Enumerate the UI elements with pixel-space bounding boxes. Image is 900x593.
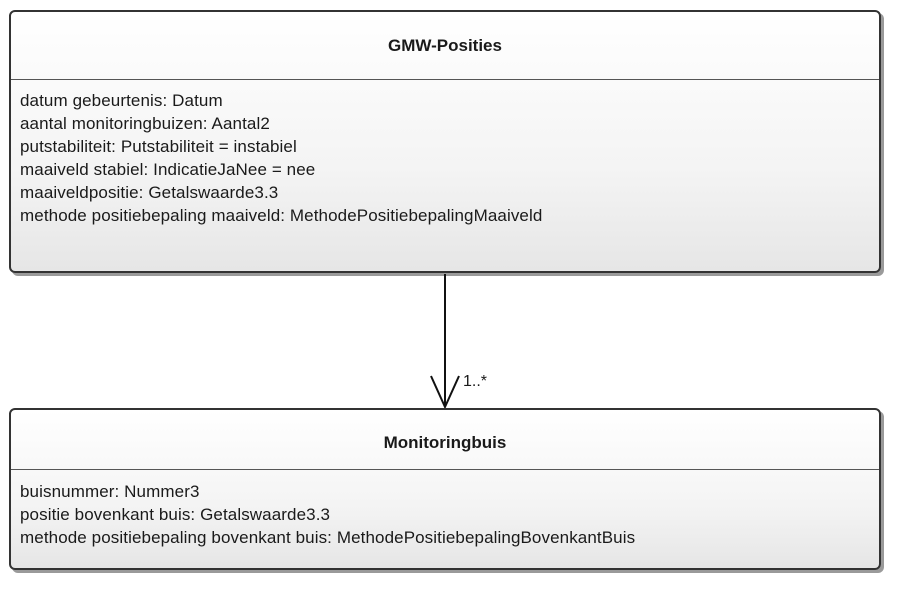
attribute-item: methode positiebepaling maaiveld: Method… <box>20 206 543 225</box>
attribute-item: maaiveldpositie: Getalswaarde3.3 <box>20 183 279 202</box>
attribute-item: putstabiliteit: Putstabiliteit = instabi… <box>20 137 297 156</box>
attribute-item: positie bovenkant buis: Getalswaarde3.3 <box>20 505 331 524</box>
class-name: Monitoringbuis <box>11 410 879 470</box>
class-name: GMW-Posities <box>11 12 879 80</box>
attribute-item: datum gebeurtenis: Datum <box>20 91 223 110</box>
attribute-item: buisnummer: Nummer3 <box>20 482 200 501</box>
attribute-compartment: datum gebeurtenis: Datum aantal monitori… <box>11 80 879 227</box>
multiplicity-label: 1..* <box>463 373 488 390</box>
attribute-compartment: buisnummer: Nummer3 positie bovenkant bu… <box>11 470 879 549</box>
attribute-item: methode positiebepaling bovenkant buis: … <box>20 528 636 547</box>
class-box-monitoringbuis[interactable]: Monitoringbuis buisnummer: Nummer3 posit… <box>9 408 881 570</box>
attribute-item: maaiveld stabiel: IndicatieJaNee = nee <box>20 160 316 179</box>
attribute-item: aantal monitoringbuizen: Aantal2 <box>20 114 270 133</box>
class-box-gmw-posities[interactable]: GMW-Posities datum gebeurtenis: Datum aa… <box>9 10 881 273</box>
arrowhead-icon <box>430 375 460 410</box>
